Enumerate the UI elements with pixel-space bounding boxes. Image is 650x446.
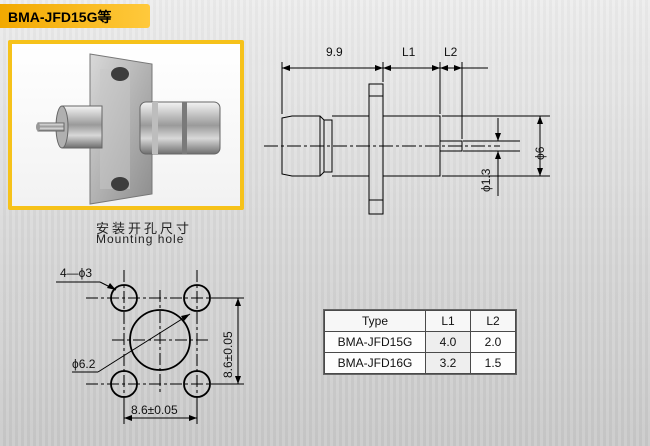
center-hole-label: ϕ6.2 (72, 357, 96, 371)
dim-l2: L2 (444, 45, 458, 59)
front-plug-outline (281, 115, 333, 177)
row-type: BMA-JFD16G (324, 352, 426, 374)
flange-outline (368, 83, 384, 215)
row-l2: 2.0 (470, 331, 516, 353)
header-type: Type (324, 310, 426, 332)
row-l1: 3.2 (425, 352, 471, 374)
header-l1: L1 (425, 310, 471, 332)
hole-count-label: 4—ϕ3 (60, 266, 92, 280)
connector-photo-illustration (36, 53, 221, 205)
spec-table-header-row: Type L1 L2 (324, 310, 516, 332)
dim-l1: L1 (402, 45, 416, 59)
dim-overall-length: 9.9 (326, 45, 343, 59)
mounting-hole-caption-en: Mounting hole (96, 232, 185, 246)
table-row: BMA-JFD16G 3.2 1.5 (324, 352, 516, 374)
vertical-spacing-label: 8.6±0.05 (221, 331, 235, 378)
pin-outline (439, 140, 463, 152)
dim-body-diameter: ϕ6 (533, 146, 547, 160)
spec-table: Type L1 L2 BMA-JFD15G 4.0 2.0 BMA-JFD16G… (323, 309, 517, 375)
product-photo-frame (8, 40, 244, 210)
mounting-hole-caption-cn: 安装开孔尺寸 (96, 222, 193, 237)
row-type: BMA-JFD15G (324, 331, 426, 353)
page-title: BMA-JFD15G等 (8, 9, 112, 25)
mounting-hole-bottom-right (183, 370, 211, 398)
horizontal-spacing-label: 8.6±0.05 (131, 403, 178, 417)
header-l2: L2 (470, 310, 516, 332)
mounting-hole-top-right (183, 284, 211, 312)
mounting-hole-bottom-left (110, 370, 138, 398)
dim-pin-diameter: ϕ1.3 (479, 168, 493, 192)
table-row: BMA-JFD15G 4.0 2.0 (324, 331, 516, 353)
row-l1: 4.0 (425, 331, 471, 353)
row-l2: 1.5 (470, 352, 516, 374)
title-banner: BMA-JFD15G等 (0, 4, 150, 28)
mounting-hole-top-left (110, 284, 138, 312)
product-photo (12, 44, 240, 206)
center-hole (129, 309, 191, 371)
